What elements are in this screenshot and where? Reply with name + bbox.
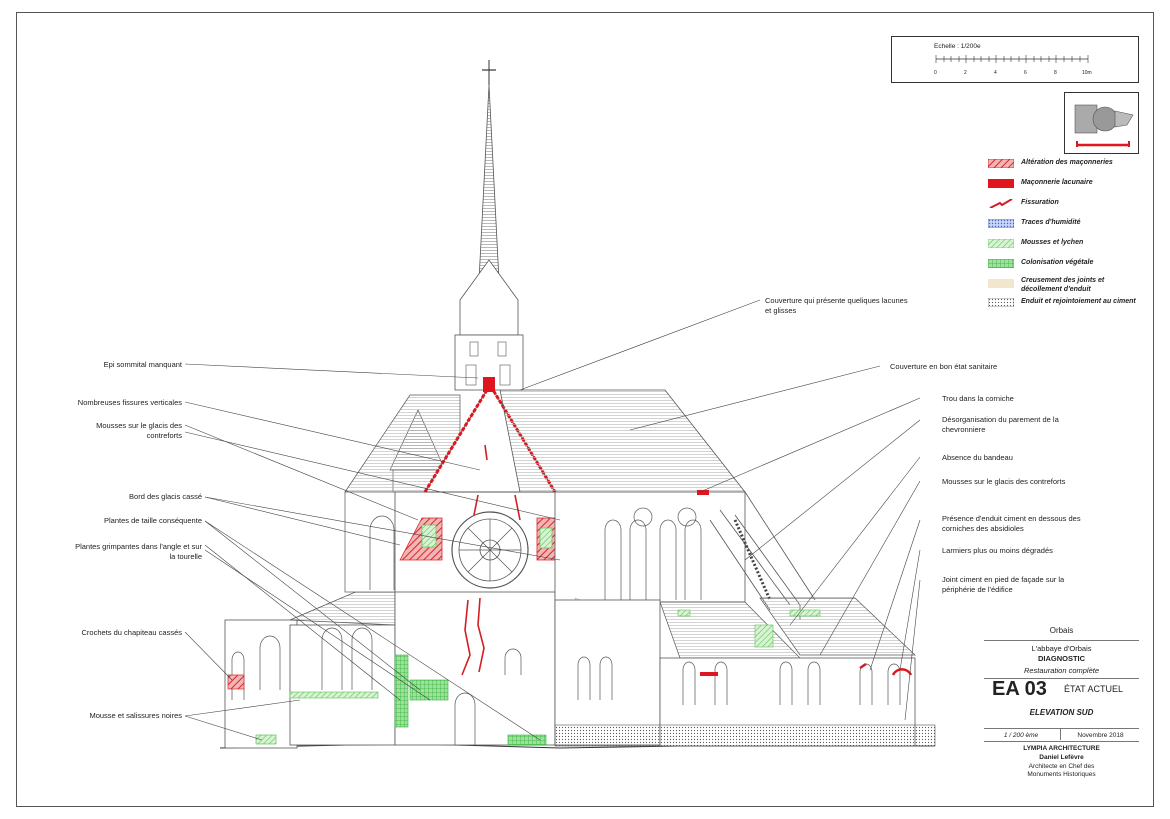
title-block: Orbais L'abbaye d'Orbais DIAGNOSTIC Rest… (984, 618, 1139, 798)
mission-label: Restauration complète (1023, 666, 1100, 675)
phase-label: DIAGNOSTIC (1037, 654, 1086, 663)
legend-item-creusement: Creusement des joints et décollement d'e… (988, 275, 1148, 295)
legend-label: Altération des maçonneries (1021, 159, 1113, 166)
legend-item-fissuration: Fissuration (988, 197, 1148, 211)
annotation-larmiers: Larmiers plus ou moins dégradés (942, 546, 1053, 555)
rose-window (451, 511, 529, 589)
legend-item-enduit: Enduit et rejointoiement au ciment (988, 296, 1148, 310)
annotation-mousses-glacis: Mousses sur le glacis des contreforts (96, 421, 182, 440)
scale-tick-10: 10m (1082, 70, 1092, 76)
scale-tick-6: 6 (1024, 70, 1027, 76)
joints-swatch-icon (988, 279, 1014, 288)
annotation-crochets-chapiteau: Crochets du chapiteau cassés (81, 628, 182, 637)
scale-tick-8: 8 (1054, 70, 1057, 76)
drawing-scale: 1 / 200 ème (1003, 732, 1039, 739)
annotation-bord-glacis: Bord des glacis cassé (129, 492, 202, 501)
left-chapel (224, 619, 298, 749)
drawing-code: EA 03 (992, 678, 1047, 700)
annotation-couverture-lacunes: Couverture qui présente queliques lacune… (765, 296, 908, 315)
vegetation-swatch-icon (988, 259, 1014, 268)
drawing-date: Novembre 2018 (1077, 732, 1124, 739)
project-name: L'abbaye d'Orbais (1031, 644, 1092, 653)
legend-label: Colonisation végétale (1021, 259, 1094, 266)
legend-label: Traces d'humidité (1021, 219, 1081, 226)
annotation-trou-corniche: Trou dans la corniche (942, 394, 1014, 403)
legend-item-lacunaire: Maçonnerie lacunaire (988, 177, 1148, 191)
crack-swatch-icon (989, 199, 1013, 208)
legend-label: Enduit et rejointoiement au ciment (1021, 298, 1136, 305)
legend-label: Maçonnerie lacunaire (1021, 179, 1093, 186)
cement-swatch-icon (988, 298, 1014, 307)
place-name: Orbais (1049, 626, 1074, 635)
key-plan-icon (1074, 104, 1134, 147)
annotation-enduit-ciment: Présence d'enduit ciment en dessous des … (942, 514, 1081, 533)
drawing-state: ÉTAT ACTUEL (1064, 684, 1124, 694)
legend-label: Creusement des joints et décollement d'e… (1021, 277, 1105, 293)
sheet-frame (16, 12, 1154, 807)
legend-item-alteration: Altération des maçonneries (988, 157, 1148, 171)
legend-item-mousses: Mousses et lychen (988, 237, 1148, 251)
annotation-mousse-salissures: Mousse et salissures noires (89, 711, 182, 720)
legend-label: Mousses et lychen (1021, 239, 1084, 246)
architect-role-line1: Architecte en Chef des (1028, 763, 1095, 770)
moss-swatch-icon (988, 239, 1014, 248)
annotation-fissures-verticales: Nombreuses fissures verticales (77, 398, 182, 407)
scale-tick-0: 0 (934, 70, 937, 76)
humidity-swatch-icon (988, 219, 1014, 228)
architect-name: Daniel Lefèvre (1039, 754, 1084, 761)
bell-tower (454, 60, 524, 392)
scale-tick-4: 4 (994, 70, 997, 76)
alteration-swatch-icon (988, 159, 1014, 168)
legend-item-colonisation: Colonisation végétale (988, 257, 1148, 271)
annotation-couverture-bon-etat: Couverture en bon état sanitaire (890, 362, 998, 371)
scale-box: Echelle : 1/200e 0 2 4 6 8 10m (891, 36, 1139, 83)
scale-bar (935, 55, 1089, 63)
firm-name: LYMPIA ARCHITECTURE (1023, 745, 1100, 752)
lacunaire-swatch-icon (988, 179, 1014, 188)
annotation-chevronniere: Désorganisation du parement de la chevro… (942, 415, 1059, 434)
legend-label: Fissuration (1021, 199, 1059, 206)
legend-item-humidite: Traces d'humidité (988, 217, 1148, 231)
view-title: ELEVATION SUD (1029, 708, 1094, 717)
architect-role-line2: Monuments Historiques (1027, 771, 1096, 778)
annotation-plantes-grimpantes: Plantes grimpantes dans l'angle et sur l… (75, 542, 202, 561)
annotation-absence-bandeau: Absence du bandeau (942, 453, 1013, 462)
annotation-plantes-taille: Plantes de taille conséquente (104, 516, 202, 525)
annotation-joint-ciment: Joint ciment en pied de façade sur la pé… (942, 575, 1065, 594)
key-plan (1064, 92, 1139, 154)
scale-title: Echelle : 1/200e (934, 43, 981, 50)
annotation-leaders (184, 299, 921, 741)
annotation-mousses-contreforts: Mousses sur le glacis des contreforts (942, 477, 1066, 486)
annotation-epi-sommital: Epi sommital manquant (103, 360, 182, 369)
scale-tick-2: 2 (964, 70, 967, 76)
